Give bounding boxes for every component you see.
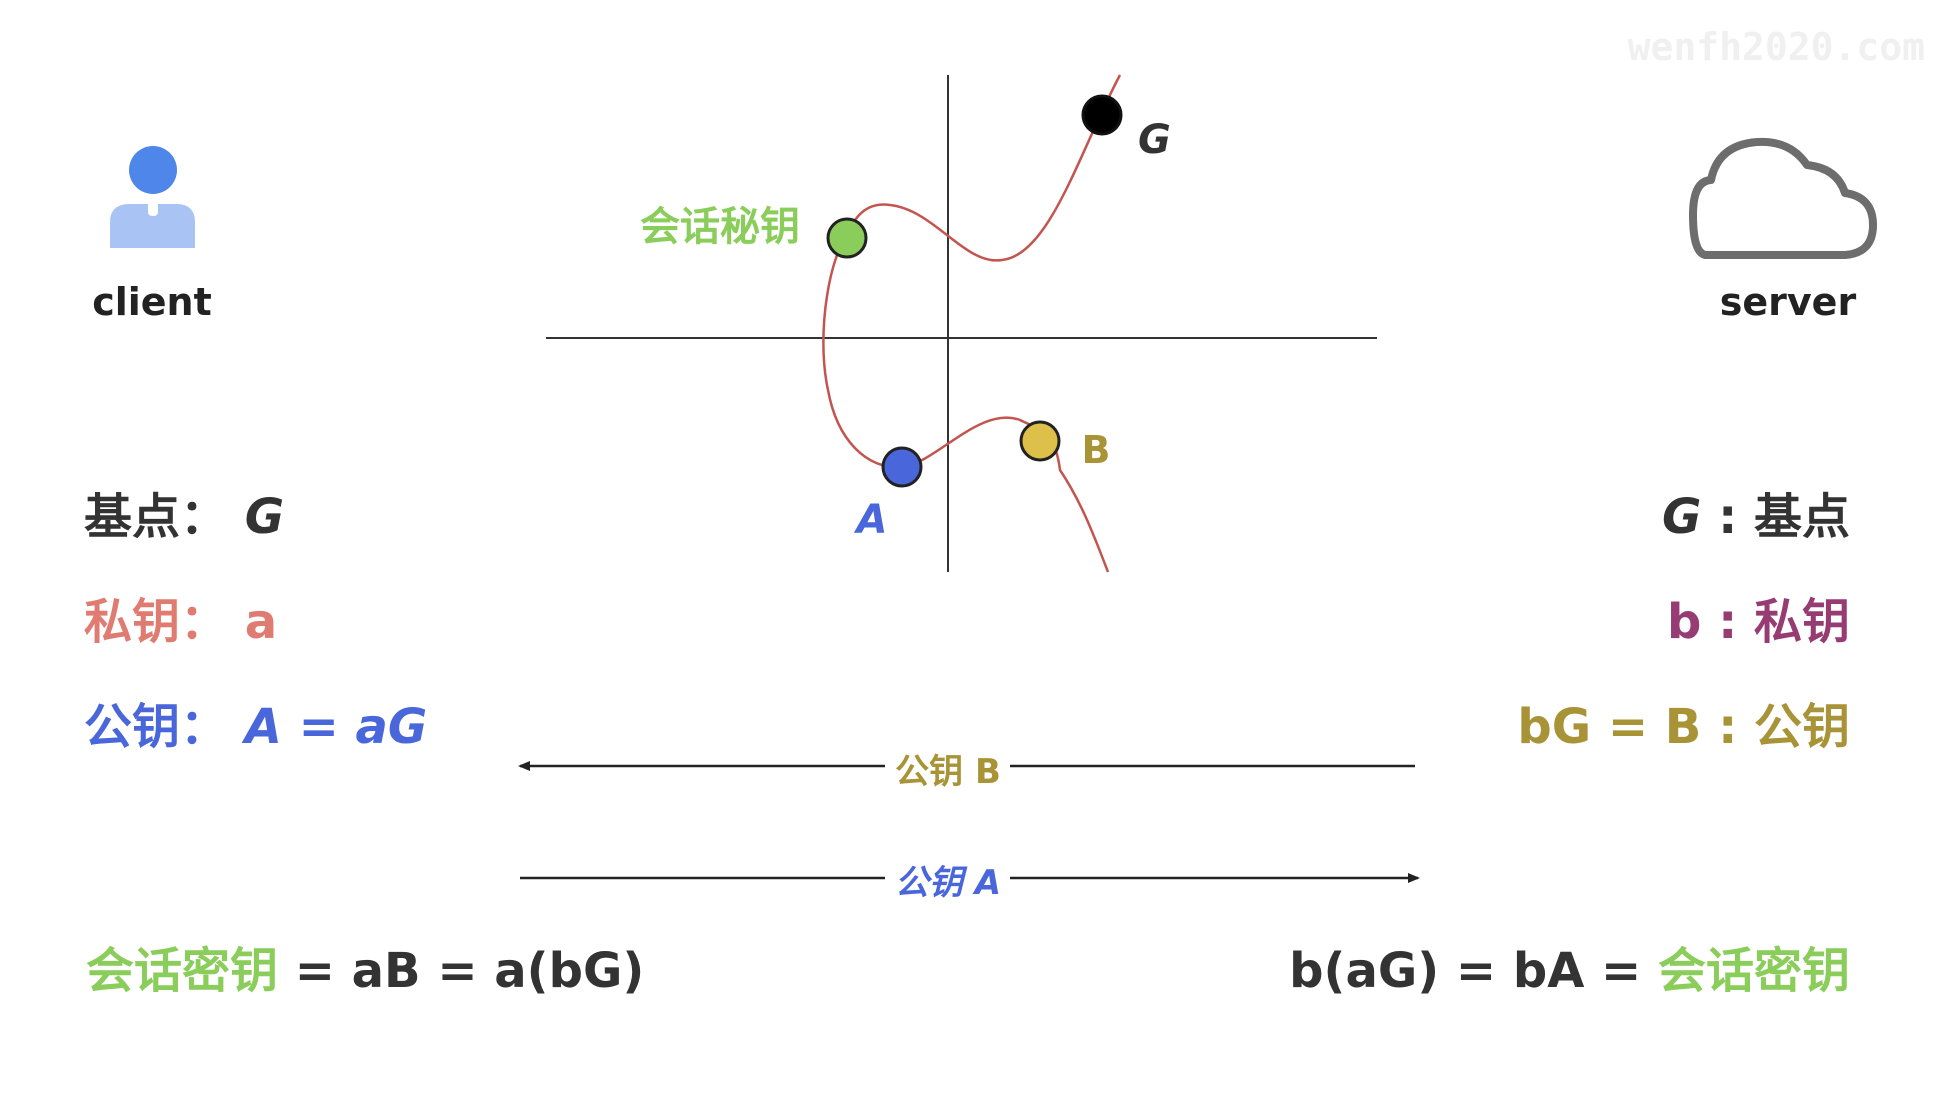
svg-text:公钥： A = aG: 公钥： A = aG (84, 699, 427, 755)
server-label: server (1720, 280, 1857, 324)
server-base-point-value: G (1662, 489, 1701, 545)
point-g (1081, 94, 1123, 136)
client-base-point-value: G (245, 489, 284, 545)
svg-text:bG = B : 公钥: bG = B : 公钥 (1517, 699, 1850, 755)
cloud-icon (1689, 137, 1877, 259)
svg-text:私钥： a: 私钥： a (84, 594, 277, 650)
point-g-label: G (1138, 117, 1171, 163)
point-a-label: A (854, 497, 888, 543)
server-private-key-label: : 私钥 (1718, 594, 1850, 650)
client-label: client (92, 280, 212, 324)
server-session-key: b(aG) = bA = 会话密钥 (1289, 943, 1850, 999)
point-b-label: B (1082, 428, 1111, 472)
svg-text:G : 基点: G : 基点 (1662, 489, 1850, 545)
client-private-key: 私钥： a (84, 594, 277, 650)
server-public-key-label: : 公钥 (1718, 699, 1850, 755)
server-session-key-label: 会话密钥 (1658, 943, 1850, 999)
arrow-to-client-label-bg (885, 742, 1010, 788)
client-public-key: 公钥： A = aG (84, 699, 427, 755)
server-private-key: b : 私钥 (1667, 594, 1850, 650)
svg-text:基点： G: 基点： G (84, 489, 284, 545)
point-session-label: 会话秘钥 (640, 204, 800, 250)
client-private-key-label: 私钥： (84, 594, 228, 650)
point-b (1019, 420, 1061, 462)
client-base-point: 基点： G (84, 489, 284, 545)
point-session (826, 217, 868, 259)
arrow-to-server-label-bg (885, 855, 1010, 901)
point-a (881, 446, 923, 488)
user-icon (110, 146, 195, 248)
client-private-key-value: a (245, 594, 277, 650)
server-public-key: bG = B : 公钥 (1517, 699, 1850, 755)
client-session-key-label: 会话密钥 (86, 943, 278, 999)
server-private-key-value: b (1667, 594, 1701, 650)
user-head (129, 146, 177, 194)
client-session-key: 会话密钥 = aB = a(bG) (86, 943, 644, 999)
arrow-to-client-label: 公钥 B (895, 752, 1001, 792)
svg-text:b : 私钥: b : 私钥 (1667, 594, 1850, 650)
client-session-key-formula: = aB = a(bG) (295, 943, 645, 999)
server-session-key-formula: b(aG) = bA = (1289, 943, 1658, 999)
server-public-key-value: bG = B (1517, 699, 1701, 755)
client-public-key-value: A = aG (241, 699, 428, 755)
server-base-point-label: : 基点 (1718, 489, 1850, 545)
user-neck (148, 198, 158, 216)
client-public-key-label: 公钥： (84, 699, 228, 755)
user-body (110, 204, 195, 248)
arrow-to-server-label: 公钥 A (895, 863, 1001, 903)
client-base-point-label: 基点： (84, 489, 228, 545)
server-base-point: G : 基点 (1662, 489, 1850, 545)
watermark: wenfh2020.com (1628, 25, 1925, 69)
